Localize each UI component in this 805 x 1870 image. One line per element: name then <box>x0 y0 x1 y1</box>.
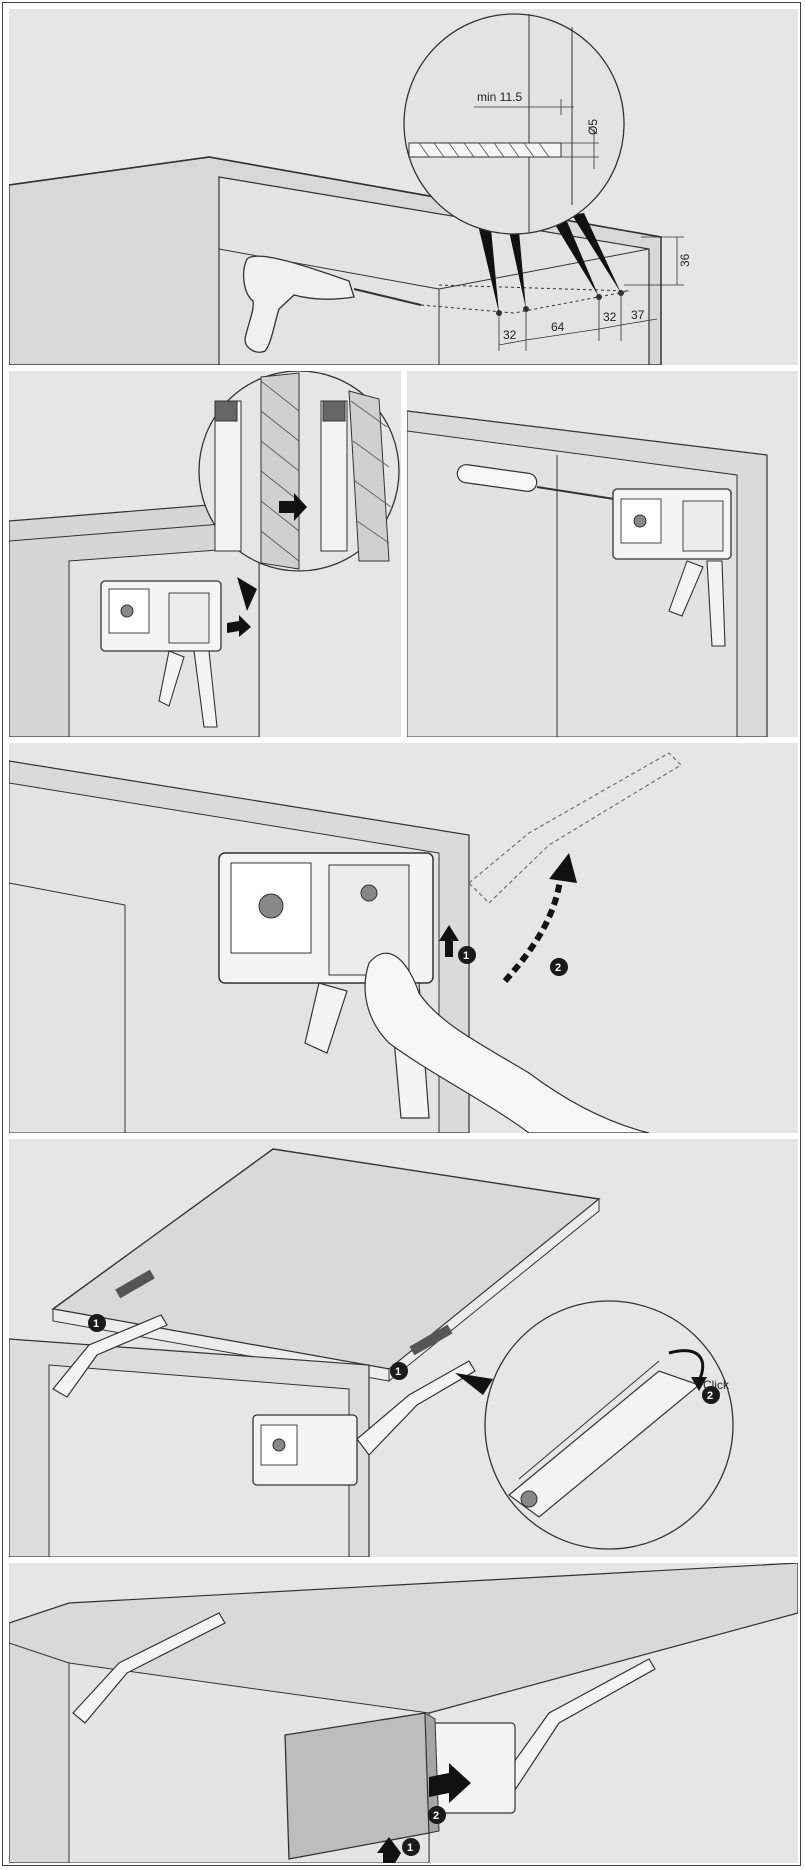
lift-mechanism-icon <box>612 488 732 647</box>
lift-arrow-icon <box>502 872 564 984</box>
dim-64: 64 <box>551 320 565 334</box>
step-screw-panel <box>407 371 798 737</box>
dim-diameter: Ø5 <box>586 119 600 135</box>
dim-32-left: 32 <box>503 328 517 342</box>
step-attach-front-panel: 1 1 2 Click <box>9 1139 798 1557</box>
dim-min-depth: min 11.5 <box>477 90 522 104</box>
push-arrow-icon <box>279 493 307 521</box>
badge-label: 1 <box>93 1318 99 1330</box>
step-badge-1 <box>390 1362 408 1380</box>
dim-height-36: 36 <box>678 253 692 267</box>
step-mount-panel <box>9 371 401 737</box>
cover-cap <box>284 1712 430 1860</box>
lift-mechanism-icon <box>100 580 222 728</box>
click-arrow-icon <box>668 1349 705 1382</box>
lift-arm-left <box>72 1612 226 1724</box>
step-cover-cap-panel: 2 1 <box>9 1563 798 1863</box>
mount-illustration <box>9 371 400 737</box>
screwdriver-icon <box>456 464 628 502</box>
badge-label: 2 <box>707 1390 713 1402</box>
step-badge-1 <box>458 946 476 964</box>
badge-label: 2 <box>555 962 561 974</box>
step-open-arm-panel: 1 2 <box>9 743 798 1133</box>
badge-label: 2 <box>433 1810 439 1822</box>
arm-ghost-outline <box>468 752 682 904</box>
badge-label: 1 <box>395 1366 401 1378</box>
open-arm-illustration: 1 2 <box>9 752 682 1133</box>
zoom-detail-circle <box>403 13 625 235</box>
step-badge-1 <box>88 1314 106 1332</box>
step-drilling-panel: min 11.5 Ø5 36 32 64 32 37 <box>9 9 798 365</box>
lift-mechanism-icon <box>252 1324 476 1486</box>
badge-label: 1 <box>407 1842 413 1854</box>
cover-cap-illustration: 2 1 <box>9 1563 798 1863</box>
click-label: Click <box>703 1378 730 1392</box>
badge-label: 1 <box>463 950 469 962</box>
hand-icon <box>364 952 650 1133</box>
lift-arm-left <box>52 1314 168 1398</box>
step-badge-1 <box>402 1838 420 1856</box>
push-arrow-icon <box>227 615 251 637</box>
drilling-illustration: min 11.5 Ø5 36 32 64 32 37 <box>9 13 692 365</box>
screw-illustration <box>407 410 768 737</box>
dim-37: 37 <box>631 308 645 322</box>
step-badge-2 <box>550 958 568 976</box>
drill-icon <box>242 255 422 353</box>
push-arrow-icon <box>429 1763 471 1803</box>
dim-32-right: 32 <box>603 310 617 324</box>
step-badge-2 <box>702 1386 720 1404</box>
attach-front-illustration: 1 1 2 Click <box>9 1148 734 1557</box>
step-badge-2 <box>428 1806 446 1824</box>
push-up-arrow-icon <box>377 1837 401 1863</box>
push-up-arrow-icon <box>439 925 459 957</box>
